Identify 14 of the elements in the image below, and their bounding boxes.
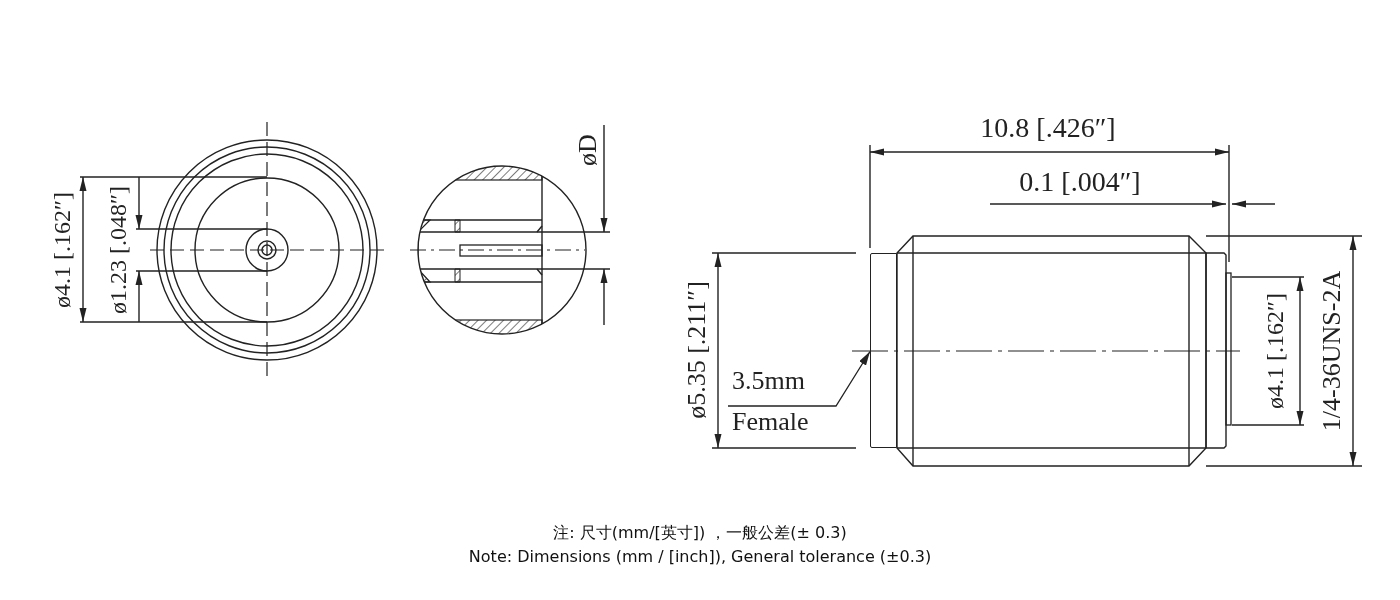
note-text: 注: 尺寸(mm/[英寸]) ，一般公差(± 0.3)	[553, 525, 847, 541]
connector-flange	[870, 253, 897, 448]
dimension-text: ø4.1 [.162″]	[50, 192, 74, 308]
callout-text: 3.5mm	[732, 368, 805, 394]
dimension-text: 0.1 [.004″]	[1019, 168, 1141, 196]
dimension-text: ø1.23 [.048″]	[106, 186, 130, 314]
dimension-text: 10.8 [.426″]	[980, 114, 1116, 142]
dimension-text: ø4.1 [.162″]	[1263, 293, 1287, 409]
dimension-text: 1/4-36UNS-2A	[1319, 270, 1345, 432]
dimension-text: ø5.35 [.211″]	[684, 281, 710, 419]
dimension-text: øD	[575, 134, 601, 166]
callout-text: Female	[732, 409, 809, 435]
note-text: Note: Dimensions (mm / [inch]), General tolerance (±0.3)	[468, 549, 932, 565]
leader-line	[727, 350, 871, 407]
